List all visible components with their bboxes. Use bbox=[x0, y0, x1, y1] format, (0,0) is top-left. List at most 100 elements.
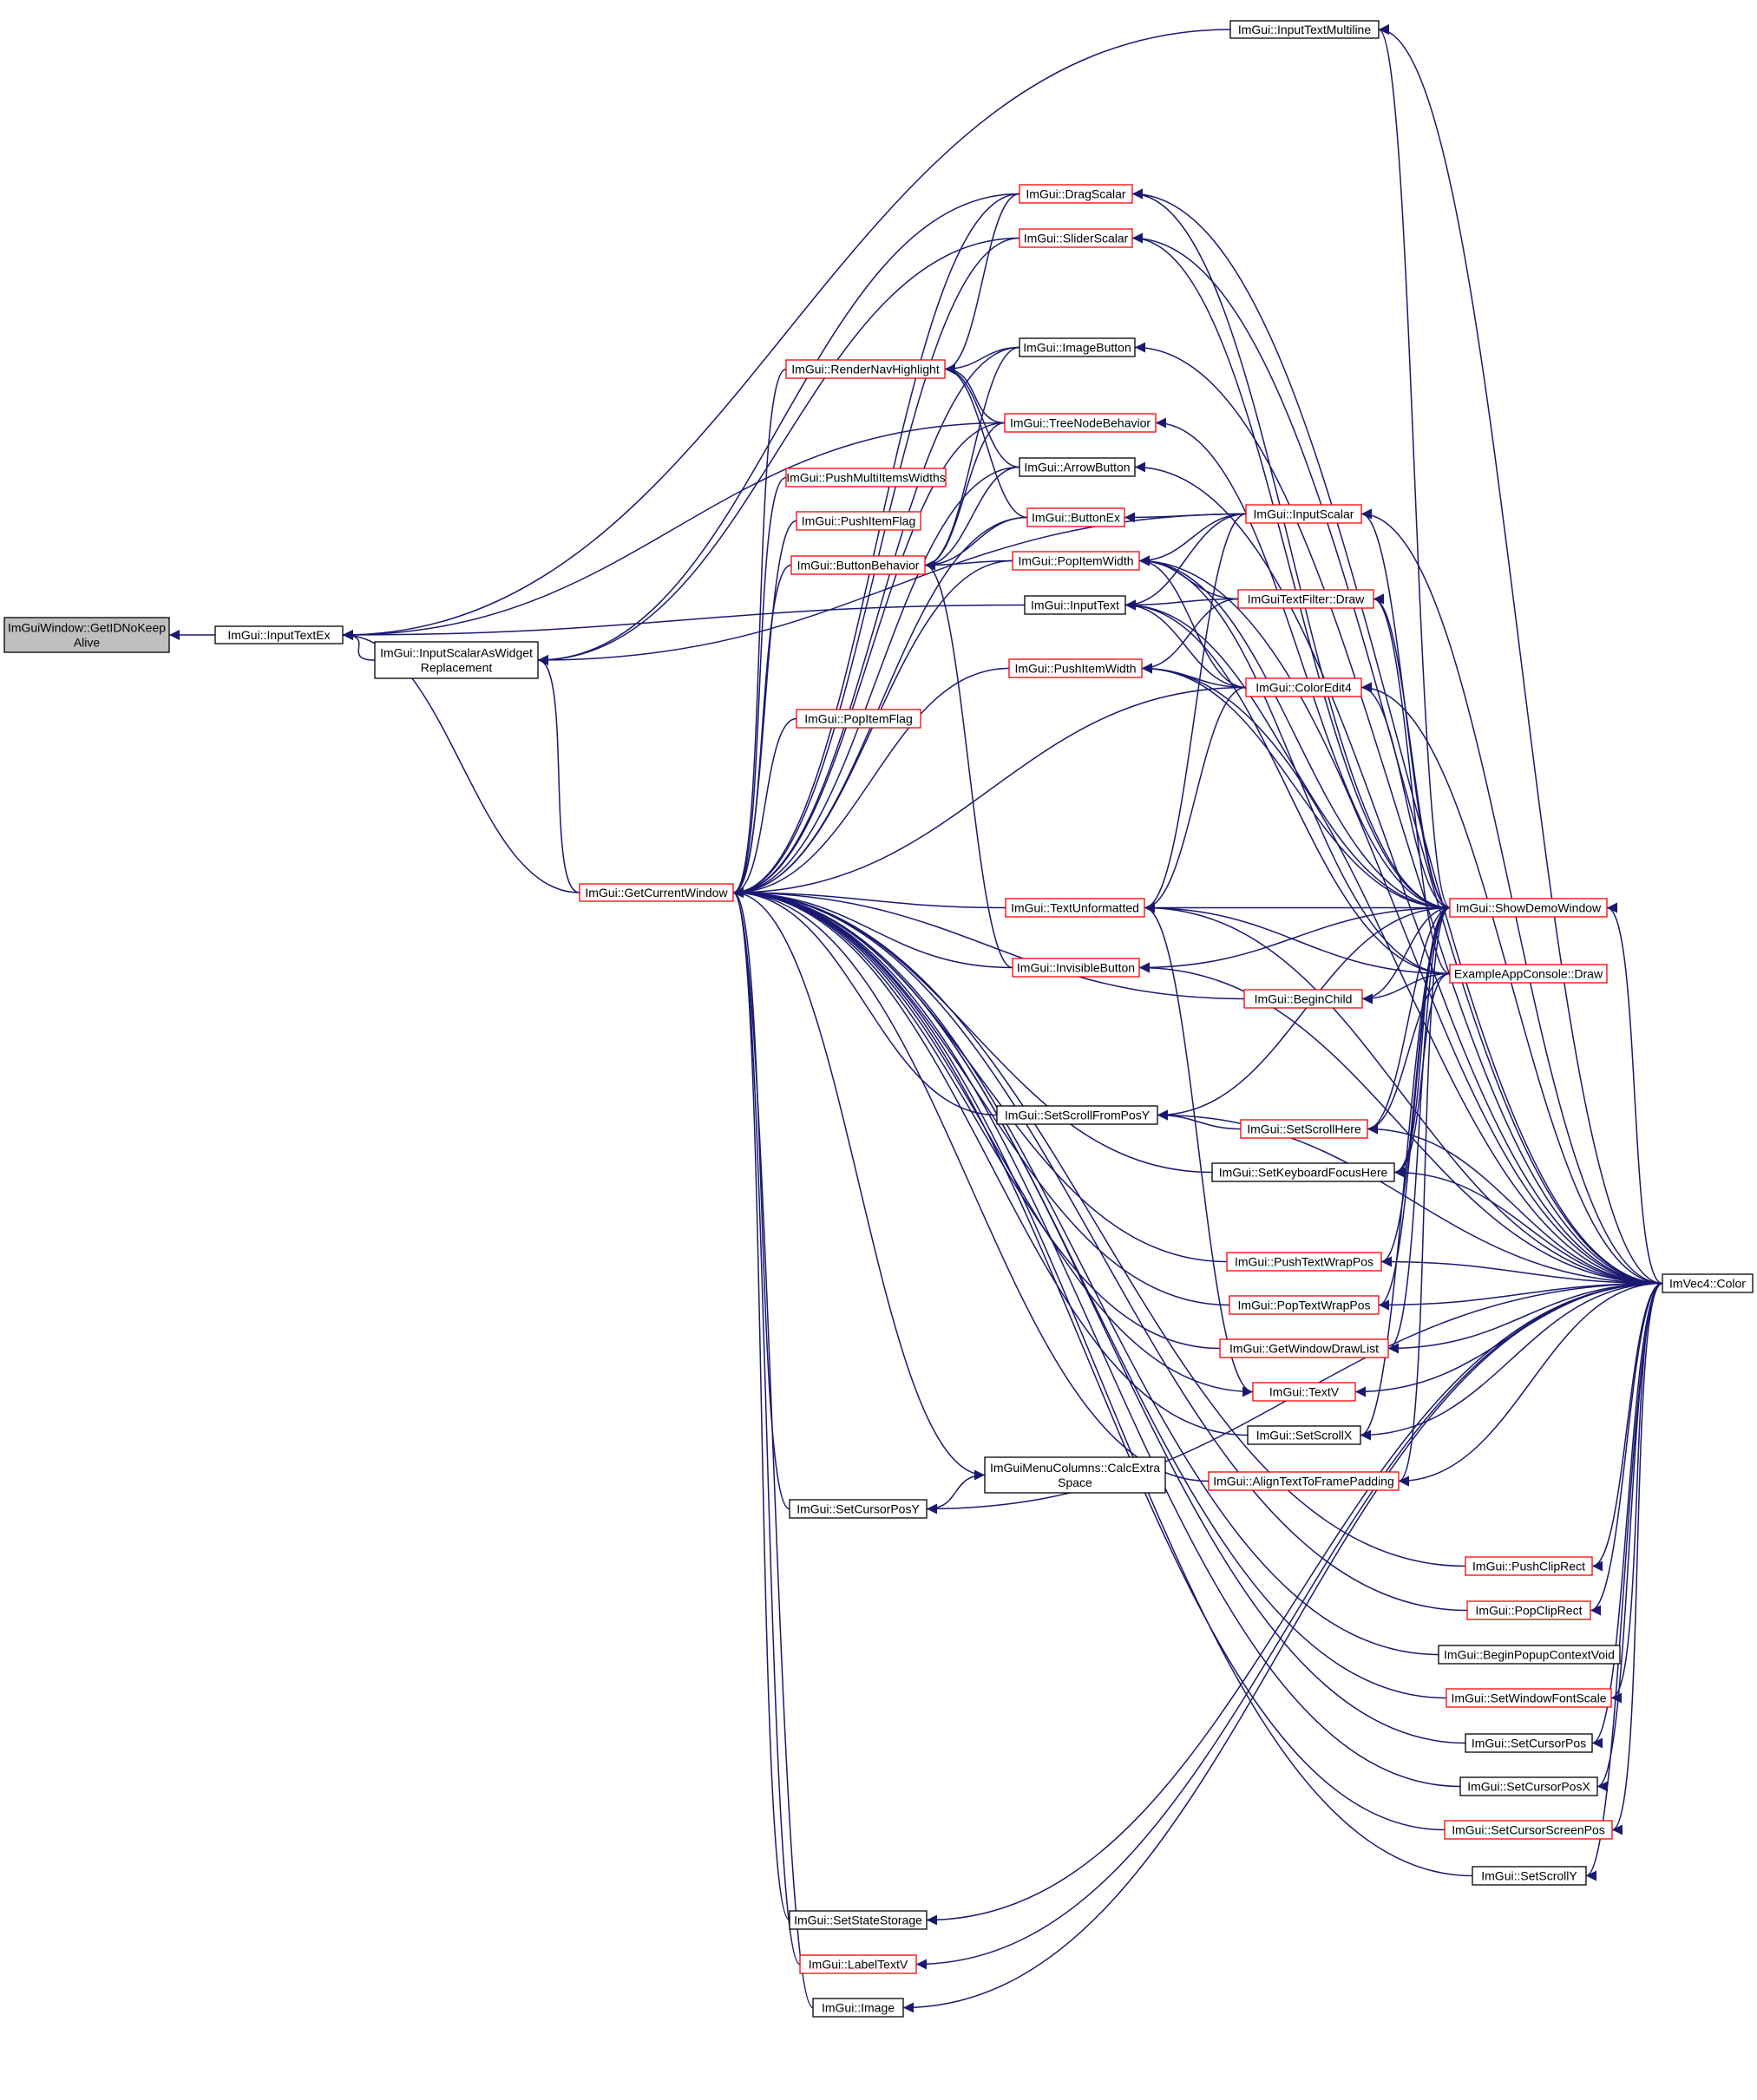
edge-showdemowindow-to-setscrollhere bbox=[1367, 906, 1451, 1135]
node-sliderscalar[interactable]: ImGui::SliderScalar bbox=[1019, 228, 1133, 248]
node-popitemwidth[interactable]: ImGui::PopItemWidth bbox=[1012, 551, 1140, 571]
node-label: ImGuiTextFilter::Draw bbox=[1248, 592, 1365, 606]
edge-exampleappconsoledraw-to-inputtext bbox=[1124, 599, 1451, 975]
node-labeltextv[interactable]: ImGui::LabelTextV bbox=[799, 1954, 917, 1974]
node-buttonex[interactable]: ImGui::ButtonEx bbox=[1026, 507, 1125, 527]
node-textv[interactable]: ImGui::TextV bbox=[1252, 1382, 1356, 1402]
node-imvec4color[interactable]: ImVec4::Color bbox=[1662, 1273, 1754, 1293]
node-poptextwrappos[interactable]: ImGui::PopTextWrapPos bbox=[1229, 1295, 1380, 1315]
node-setwindowfontscale[interactable]: ImGui::SetWindowFontScale bbox=[1446, 1688, 1612, 1708]
edge-popitemwidth-to-buttonbehavior bbox=[924, 559, 1013, 571]
edge-dragscalar-to-inputscalaraswidget bbox=[537, 193, 1020, 665]
node-pushmultiitemswidths[interactable]: ImGui::PushMultiItemsWidths bbox=[785, 468, 947, 487]
node-pushitemwidth[interactable]: ImGui::PushItemWidth bbox=[1008, 658, 1143, 678]
edge-rendernavhighlight-to-getcurrentwindow bbox=[732, 368, 787, 898]
node-buttonbehavior[interactable]: ImGui::ButtonBehavior bbox=[790, 555, 926, 575]
node-label: ImGui::PushTextWrapPos bbox=[1235, 1255, 1373, 1269]
edge-treenodebehavior-to-buttonbehavior bbox=[924, 422, 1006, 571]
edge-imvec4color-to-setscrollx bbox=[1360, 1282, 1663, 1441]
edge-textv-to-getcurrentwindow bbox=[732, 887, 1254, 1393]
edge-inputtext-to-inputtextex bbox=[342, 604, 1026, 640]
node-setkeyboardfocushere[interactable]: ImGui::SetKeyboardFocusHere bbox=[1211, 1162, 1395, 1182]
node-popcliprect[interactable]: ImGui::PopClipRect bbox=[1466, 1600, 1591, 1620]
node-box bbox=[1019, 337, 1136, 357]
edge-imvec4color-to-labeltextv bbox=[915, 1282, 1663, 1970]
node-setscrollx[interactable]: ImGui::SetScrollX bbox=[1247, 1425, 1361, 1445]
edge-setstatestorage-to-getcurrentwindow bbox=[732, 887, 790, 1921]
node-label: ImGui::SetCursorPos bbox=[1472, 1737, 1586, 1750]
node-label: ImGui::AlignTextToFramePadding bbox=[1213, 1475, 1394, 1488]
node-dragscalar[interactable]: ImGui::DragScalar bbox=[1019, 184, 1133, 204]
node-showdemowindow[interactable]: ImGui::ShowDemoWindow bbox=[1449, 898, 1608, 918]
edge-beginpopupcontextvoid-to-getcurrentwindow bbox=[732, 887, 1439, 1656]
node-exampleappconsoledraw[interactable]: ExampleAppConsole::Draw bbox=[1449, 964, 1608, 984]
node-beginchild[interactable]: ImGui::BeginChild bbox=[1243, 989, 1363, 1009]
node-invisiblebutton[interactable]: ImGui::InvisibleButton bbox=[1012, 958, 1140, 978]
node-inputscalar[interactable]: ImGui::InputScalar bbox=[1245, 504, 1362, 524]
node-inputtextex[interactable]: ImGui::InputTextEx bbox=[214, 625, 344, 644]
edge-inputscalar-to-buttonex bbox=[1124, 512, 1247, 523]
node-treenodebehavior[interactable]: ImGui::TreeNodeBehavior bbox=[1004, 413, 1157, 433]
node-setscrolly[interactable]: ImGui::SetScrollY bbox=[1472, 1866, 1587, 1886]
node-label: ImGui::SetScrollHere bbox=[1247, 1122, 1361, 1136]
edge-setcursorposy-to-getcurrentwindow bbox=[732, 887, 790, 1510]
node-arrowbutton[interactable]: ImGui::ArrowButton bbox=[1019, 457, 1136, 477]
node-pushitemflag[interactable]: ImGui::PushItemFlag bbox=[796, 511, 921, 531]
node-setstatestorage[interactable]: ImGui::SetStateStorage bbox=[789, 1910, 928, 1930]
edge-poptextwrappos-to-getcurrentwindow bbox=[732, 887, 1230, 1306]
node-getcurrentwindow[interactable]: ImGui::GetCurrentWindow bbox=[579, 883, 734, 902]
node-box bbox=[1252, 1382, 1356, 1402]
node-box bbox=[1459, 1776, 1598, 1796]
node-label: ImGui::LabelTextV bbox=[809, 1958, 908, 1972]
node-setcursorpos[interactable]: ImGui::SetCursorPos bbox=[1465, 1733, 1593, 1753]
node-setcursorscreenpos[interactable]: ImGui::SetCursorScreenPos bbox=[1444, 1820, 1613, 1840]
node-popitemflag[interactable]: ImGui::PopItemFlag bbox=[796, 709, 921, 729]
node-label: ImGui::PushItemFlag bbox=[802, 514, 916, 528]
node-rendernavhighlight[interactable]: ImGui::RenderNavHighlight bbox=[785, 359, 946, 379]
node-box bbox=[1019, 228, 1133, 248]
node-pushtextwrappos[interactable]: ImGui::PushTextWrapPos bbox=[1226, 1252, 1382, 1272]
edge-showdemowindow-to-inputtextmultiline bbox=[1378, 24, 1451, 909]
node-getwindowdrawlist[interactable]: ImGui::GetWindowDrawList bbox=[1219, 1338, 1389, 1358]
node-label: ImGui::SetScrollY bbox=[1481, 1869, 1577, 1883]
edge-setscrollfromposy-to-getcurrentwindow bbox=[732, 887, 998, 1116]
edge-imagebutton-to-rendernavhighlight bbox=[944, 346, 1020, 375]
edge-setcursorposx-to-getcurrentwindow bbox=[732, 887, 1461, 1788]
edge-showdemowindow-to-aligntexttoframepadding bbox=[1398, 906, 1451, 1487]
node-pushcliprect[interactable]: ImGui::PushClipRect bbox=[1465, 1556, 1593, 1576]
edge-dragscalar-to-getcurrentwindow bbox=[732, 193, 1020, 898]
edge-imvec4color-to-dragscalar bbox=[1131, 188, 1663, 1285]
node-setscrollfromposy[interactable]: ImGui::SetScrollFromPosY bbox=[996, 1105, 1158, 1125]
edge-beginchild-to-getcurrentwindow bbox=[732, 887, 1245, 1000]
node-box bbox=[1026, 507, 1125, 527]
edge-coloredit4-to-textunformatted bbox=[1144, 686, 1247, 913]
node-inputtextmultiline[interactable]: ImGui::InputTextMultiline bbox=[1229, 20, 1380, 39]
node-label: ImGui::SetCursorScreenPos bbox=[1452, 1823, 1605, 1837]
node-box bbox=[812, 1998, 904, 2018]
edge-invisiblebutton-to-buttonbehavior bbox=[924, 559, 1013, 969]
node-box bbox=[1449, 898, 1608, 918]
edge-pushcliprect-to-getcurrentwindow bbox=[732, 887, 1466, 1567]
node-imguitextfilterdraw[interactable]: ImGuiTextFilter::Draw bbox=[1237, 589, 1374, 609]
edge-arrowbutton-to-buttonbehavior bbox=[924, 466, 1020, 571]
node-setcursorposx[interactable]: ImGui::SetCursorPosX bbox=[1459, 1776, 1598, 1796]
node-inputtext[interactable]: ImGui::InputText bbox=[1024, 595, 1126, 615]
node-imagebutton[interactable]: ImGui::ImageButton bbox=[1019, 337, 1136, 357]
node-box bbox=[1438, 1645, 1621, 1665]
node-label: ImGui::TextV bbox=[1269, 1385, 1340, 1399]
edge-image-to-getcurrentwindow bbox=[732, 887, 814, 2009]
node-beginpopupcontextvoid[interactable]: ImGui::BeginPopupContextVoid bbox=[1438, 1645, 1621, 1665]
edge-textunformatted-to-textv bbox=[1144, 906, 1254, 1397]
node-label: ImGuiWindow::GetIDNoKeep bbox=[8, 621, 166, 635]
node-coloredit4[interactable]: ImGui::ColorEdit4 bbox=[1245, 677, 1362, 697]
node-label: ImGui::InputText bbox=[1031, 599, 1119, 612]
edge-imvec4color-to-getwindowdrawlist bbox=[1387, 1282, 1663, 1354]
node-aligntexttoframepadding[interactable]: ImGui::AlignTextToFramePadding bbox=[1208, 1471, 1400, 1491]
node-setcursorposy[interactable]: ImGui::SetCursorPosY bbox=[789, 1499, 928, 1519]
node-image[interactable]: ImGui::Image bbox=[812, 1998, 904, 2018]
node-setscrollhere[interactable]: ImGui::SetScrollHere bbox=[1240, 1119, 1368, 1139]
node-textunformatted[interactable]: ImGui::TextUnformatted bbox=[1005, 898, 1145, 918]
